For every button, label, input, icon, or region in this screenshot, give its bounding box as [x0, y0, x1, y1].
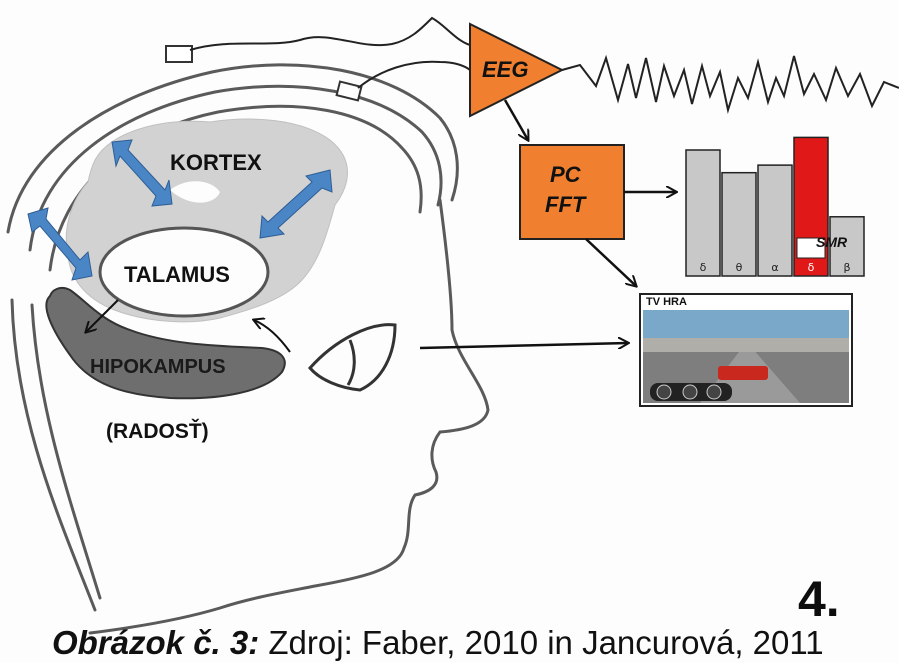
thalamus-ellipse	[98, 226, 270, 318]
radost-label: (RADOSŤ)	[106, 420, 209, 443]
bar-label-4: β	[843, 261, 850, 274]
eeg-label: EEG	[482, 57, 529, 82]
bar-label-3: δ	[808, 261, 815, 274]
bar-4	[829, 216, 865, 277]
connection-arrows	[27, 139, 333, 281]
pc-fft-box	[519, 144, 625, 240]
smr-tag	[796, 237, 826, 259]
smr-label: SMR	[816, 234, 848, 250]
pc-label: PC	[550, 162, 581, 187]
kortex-label: KORTEX	[170, 150, 262, 175]
electrode-wires	[189, 16, 471, 89]
electrodes	[165, 45, 363, 102]
bar-2	[757, 164, 793, 277]
cortex-notch	[170, 181, 220, 203]
eeg-wave	[561, 54, 899, 114]
fft-label: FFT	[545, 192, 586, 217]
talamus-label: TALAMUS	[124, 262, 230, 287]
bar-0	[685, 149, 721, 277]
figure-caption: Obrázok č. 3: Zdroj: Faber, 2010 in Janc…	[52, 624, 824, 662]
bar-1	[721, 171, 757, 277]
race-car	[718, 366, 768, 380]
tv-label: TV HRA	[646, 296, 687, 308]
eeg-amplifier	[469, 22, 565, 118]
hippocampus-shape	[45, 286, 286, 400]
bar-label-0: δ	[700, 261, 707, 274]
bar-label-1: θ	[736, 261, 743, 274]
eye	[308, 323, 397, 392]
figure-number: 4.	[798, 571, 840, 627]
tv-screen	[639, 293, 853, 407]
bar-label-2: α	[771, 261, 778, 274]
hipokampus-label: HIPOKAMPUS	[90, 356, 226, 378]
caption-text: Zdroj: Faber, 2010 in Jancurová, 2011	[259, 624, 824, 661]
caption-bold: Obrázok č. 3:	[52, 624, 260, 661]
